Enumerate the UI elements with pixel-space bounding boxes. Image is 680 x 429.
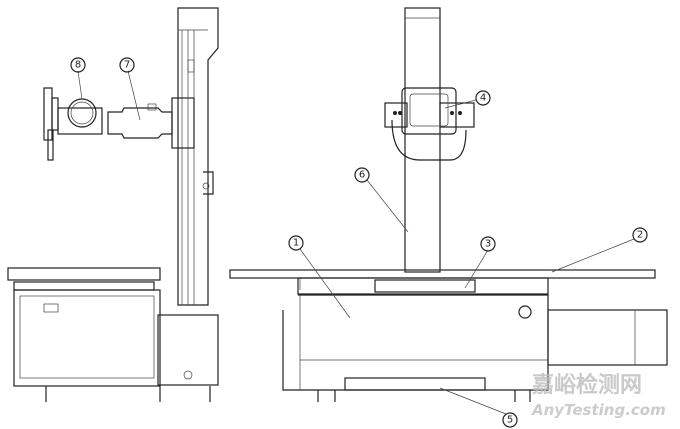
callout-8: 8 [75,60,81,71]
table-side [7,267,219,402]
side-view [7,7,219,402]
detector-front [384,87,475,161]
column-front [404,7,441,273]
watermark-en: AnyTesting.com [531,401,666,419]
column-side [177,7,219,306]
callout-5: 5 [507,415,513,426]
callout-7: 7 [124,60,130,71]
callout-2: 2 [637,230,643,241]
watermark: 嘉峪检测网 AnyTesting.com [531,372,666,419]
tube-arm [43,87,195,161]
front-view [229,7,668,402]
callout-6: 6 [359,170,365,181]
callouts: 8 7 4 6 1 3 2 5 [70,57,648,428]
watermark-cn: 嘉峪检测网 [532,372,642,398]
callout-3: 3 [485,239,491,250]
table-front [229,269,668,402]
callout-1: 1 [293,238,299,249]
callout-4: 4 [480,93,486,104]
